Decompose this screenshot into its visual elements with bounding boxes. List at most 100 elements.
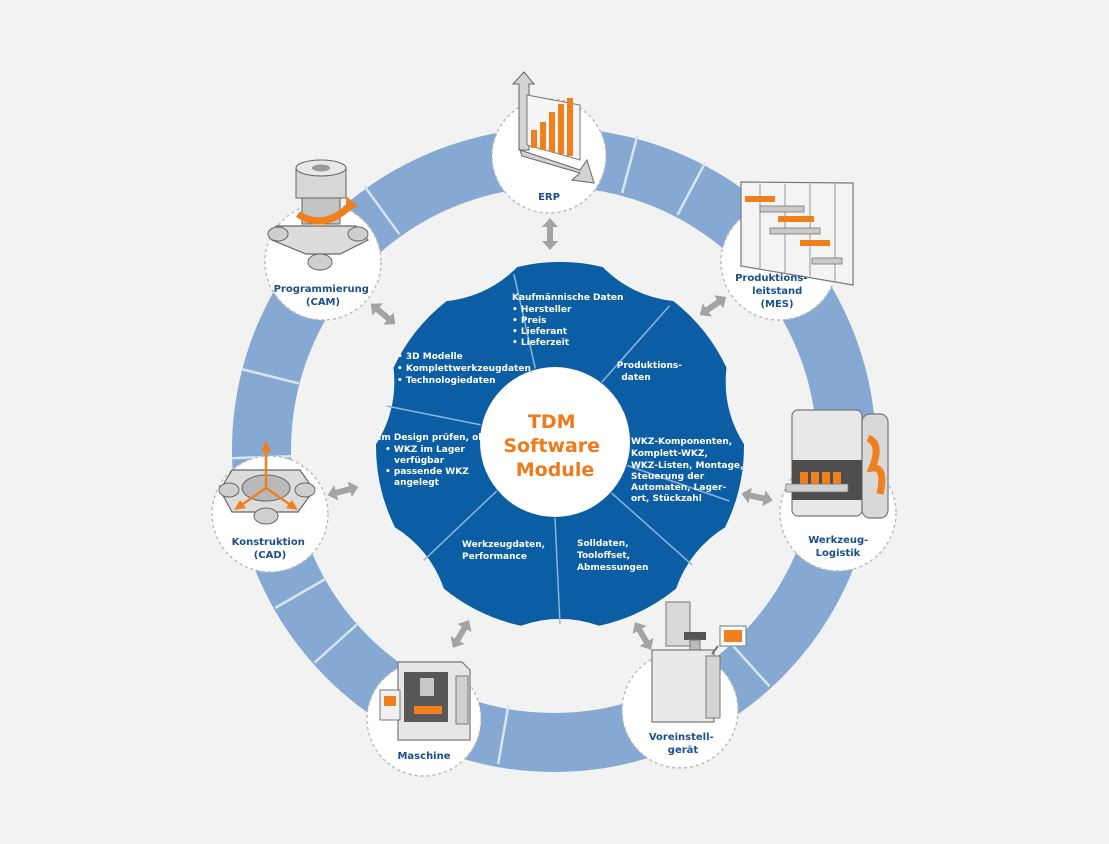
segment-kaufm: Kaufmännische Daten • Hersteller • Preis… bbox=[512, 293, 627, 348]
segment-line: WKZ-Listen, Montage, bbox=[631, 461, 743, 471]
segment-line: • 3D Modelle bbox=[397, 352, 463, 362]
node-label-line: Maschine bbox=[397, 751, 450, 762]
node-label-line: Voreinstell- bbox=[649, 732, 714, 743]
node-label-line: Produktions- bbox=[735, 273, 807, 284]
segment-werkzeugdaten: Werkzeugdaten, Performance bbox=[462, 540, 548, 562]
segment-line: Performance bbox=[462, 552, 527, 562]
bar-chart-icon bbox=[511, 71, 595, 184]
segment-line: • Komplettwerkzeugdaten bbox=[397, 364, 531, 374]
center-title: TDM Software Module bbox=[503, 411, 606, 481]
segment-line: • Lieferant bbox=[512, 327, 568, 337]
node-label: Produktions- leitstand (MES) bbox=[735, 273, 811, 310]
node-label-line: (MES) bbox=[760, 299, 793, 310]
segment-line: Produktions- bbox=[617, 361, 682, 371]
double-arrow-icon bbox=[370, 303, 396, 325]
double-arrow-icon bbox=[699, 295, 727, 317]
gear-spoke bbox=[627, 464, 730, 502]
tool-cabinet-icon bbox=[785, 409, 889, 519]
segment-line: • passende WKZ bbox=[385, 467, 469, 477]
node-label-line: ERP bbox=[538, 192, 560, 203]
segment-line: Solldaten, bbox=[577, 539, 629, 549]
segment-line: Komplett-WKZ, bbox=[631, 449, 708, 459]
center-line: TDM bbox=[528, 411, 576, 433]
segment-labels: Kaufmännische Daten • Hersteller • Preis… bbox=[378, 293, 747, 573]
node-cad[interactable]: Konstruktion (CAD) bbox=[211, 440, 329, 573]
ring-separator bbox=[274, 577, 327, 610]
node-label-line: leitstand bbox=[752, 286, 802, 297]
node-label: Maschine bbox=[397, 751, 450, 762]
node-label-line: gerät bbox=[668, 745, 699, 756]
ring-separator bbox=[729, 641, 771, 688]
node-cam[interactable]: Programmierung (CAM) bbox=[264, 159, 382, 321]
gear-spoke bbox=[601, 305, 671, 383]
segment-line: angelegt bbox=[394, 478, 440, 488]
connection-arrows bbox=[327, 218, 773, 650]
segment-line: • Lieferzeit bbox=[512, 338, 570, 348]
ring-separator bbox=[241, 367, 300, 385]
node-label-line: (CAD) bbox=[254, 550, 287, 561]
node-label: Werkzeug- Logistik bbox=[808, 535, 872, 559]
ring-separator bbox=[313, 622, 360, 664]
gear-spoke bbox=[386, 405, 482, 426]
node-label-line: Logistik bbox=[816, 548, 861, 559]
double-arrow-icon bbox=[450, 620, 472, 648]
node-label-line: (CAM) bbox=[306, 297, 340, 308]
segment-wkz: WKZ-Komponenten, Komplett-WKZ, WKZ-Liste… bbox=[631, 437, 747, 504]
center-circle bbox=[480, 367, 630, 517]
ring-separator bbox=[676, 162, 707, 216]
segment-line: Im Design prüfen, ob: bbox=[378, 433, 488, 443]
center-hub: TDM Software Module bbox=[480, 367, 630, 517]
segment-line: Steuerung der bbox=[631, 472, 705, 482]
gear-spoke bbox=[513, 273, 537, 369]
segment-line: Tooloffset, bbox=[577, 551, 630, 561]
node-label-line: Programmierung bbox=[274, 284, 369, 295]
segment-line: Kaufmännische Daten bbox=[512, 293, 623, 303]
cad-part-icon bbox=[218, 440, 316, 525]
presetting-device-icon bbox=[651, 601, 747, 723]
node-label: Konstruktion (CAD) bbox=[232, 537, 309, 561]
cam-part-icon bbox=[267, 159, 369, 271]
nodes: ERP Produktions- leitstand bbox=[211, 71, 897, 777]
segment-produktion: Produktions- daten bbox=[617, 361, 685, 383]
node-maschine[interactable]: Maschine bbox=[366, 661, 482, 777]
segment-line: • WKZ im Lager bbox=[385, 445, 465, 455]
gear-spoke bbox=[611, 492, 693, 566]
center-line: Software bbox=[503, 435, 600, 457]
gear-spokes bbox=[386, 273, 730, 625]
double-arrow-icon bbox=[632, 622, 654, 650]
center-line: Module bbox=[516, 459, 595, 481]
double-arrow-icon bbox=[542, 218, 558, 250]
ring-separator bbox=[620, 135, 639, 194]
segment-line: Automaten, Lager- bbox=[631, 483, 726, 493]
machine-tool-icon bbox=[379, 661, 471, 741]
segment-design: Im Design prüfen, ob: • WKZ im Lager ver… bbox=[378, 433, 492, 488]
segment-line: daten bbox=[621, 373, 650, 383]
segment-line: Werkzeugdaten, bbox=[462, 540, 545, 550]
segment-line: Abmessungen bbox=[577, 563, 648, 573]
gear-spoke bbox=[423, 490, 498, 561]
segment-modelle: • 3D Modelle • Komplettwerkzeugdaten • T… bbox=[397, 352, 534, 386]
segment-line: • Hersteller bbox=[512, 305, 572, 315]
segment-solldaten: Solldaten, Tooloffset, Abmessungen bbox=[577, 539, 648, 573]
node-logistik[interactable]: Werkzeug- Logistik bbox=[779, 409, 897, 572]
double-arrow-icon bbox=[327, 481, 359, 501]
node-voreinstell[interactable]: Voreinstell- gerät bbox=[621, 601, 747, 769]
double-arrow-icon bbox=[741, 487, 773, 507]
node-erp[interactable]: ERP bbox=[491, 71, 607, 214]
segment-line: ort, Stückzahl bbox=[631, 494, 702, 504]
node-label: Voreinstell- gerät bbox=[649, 732, 717, 756]
node-label-line: Konstruktion bbox=[232, 537, 305, 548]
ring-separator bbox=[363, 185, 401, 235]
node-label: ERP bbox=[538, 192, 560, 203]
node-label: Programmierung (CAM) bbox=[274, 284, 373, 308]
segment-line: • Technologiedaten bbox=[397, 376, 496, 386]
node-label-line: Werkzeug- bbox=[808, 535, 868, 546]
ring-separator bbox=[496, 705, 510, 765]
segment-line: • Preis bbox=[512, 316, 546, 326]
node-mes[interactable]: Produktions- leitstand (MES) bbox=[720, 181, 854, 321]
segment-line: verfügbar bbox=[394, 456, 445, 466]
segment-line: WKZ-Komponenten, bbox=[631, 437, 732, 447]
gear-spoke bbox=[554, 517, 561, 625]
